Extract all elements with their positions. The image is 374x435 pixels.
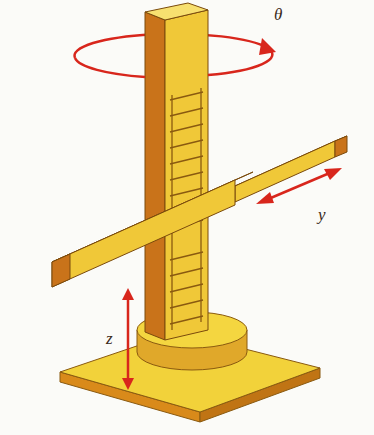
column-top [145, 3, 208, 20]
column-side [145, 12, 165, 340]
rotation-label: θ [274, 6, 282, 23]
arm-front [52, 180, 235, 287]
arrow-head [122, 378, 134, 390]
extension-end [335, 136, 347, 157]
axis-label: y [318, 206, 326, 223]
rotation-arrow [75, 58, 145, 77]
y-arrow [266, 172, 332, 200]
column-front [165, 10, 208, 340]
z-arrow [127, 298, 130, 380]
extension-front [235, 141, 335, 202]
axis-label: z [106, 330, 113, 347]
arm-end [52, 254, 70, 287]
arrow-head [256, 192, 274, 204]
arrow-head [259, 38, 276, 55]
rotation-arrow [208, 48, 272, 75]
arrow-head [324, 168, 342, 180]
arrow-head [122, 288, 134, 300]
